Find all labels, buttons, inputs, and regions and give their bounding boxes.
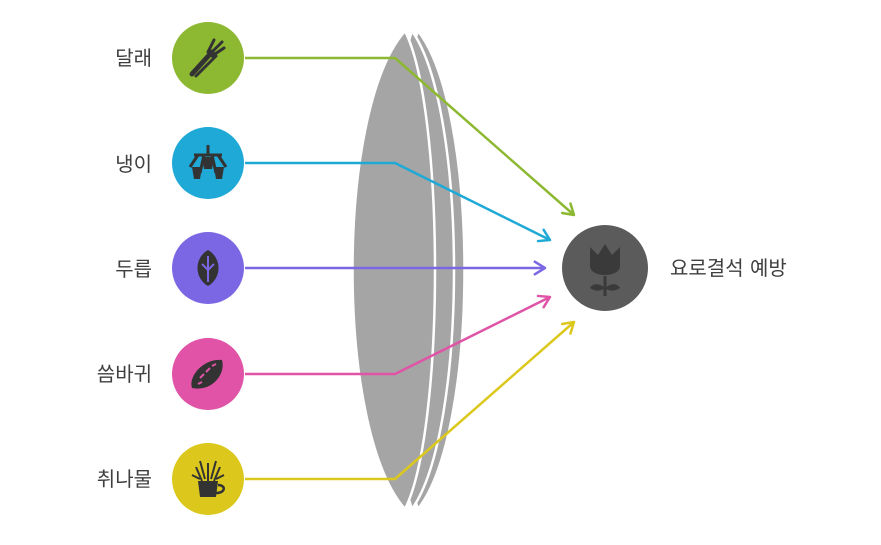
target-node (562, 225, 648, 311)
arrow-head (560, 320, 576, 335)
source-label-2: 냉이 (115, 152, 152, 176)
connector-line (245, 161, 551, 242)
source-label-3: 두릅 (115, 257, 152, 281)
source-label-1: 달래 (115, 46, 152, 70)
connector-line (245, 295, 551, 376)
lens-front-layer (351, 28, 437, 512)
arrow-head (536, 228, 552, 243)
leaf-pod-icon (172, 338, 244, 410)
arrow-head (533, 260, 547, 276)
connector-line (245, 321, 575, 481)
sprout-bud-icon (172, 232, 244, 304)
source-label-5: 취나물 (96, 467, 152, 491)
lens (351, 28, 466, 512)
rose-icon (590, 244, 620, 296)
arrow-head (560, 202, 576, 217)
source-icons (172, 22, 244, 515)
target-label: 요로결석 예방 (670, 256, 787, 280)
herb-root-icon (172, 127, 244, 199)
green-onion-icon (172, 22, 244, 94)
connector-lines (245, 56, 576, 481)
arrow-head (536, 294, 552, 309)
greens-bowl-icon (172, 443, 244, 515)
connector-line (245, 56, 575, 216)
source-label-4: 씀바귀 (96, 362, 152, 386)
